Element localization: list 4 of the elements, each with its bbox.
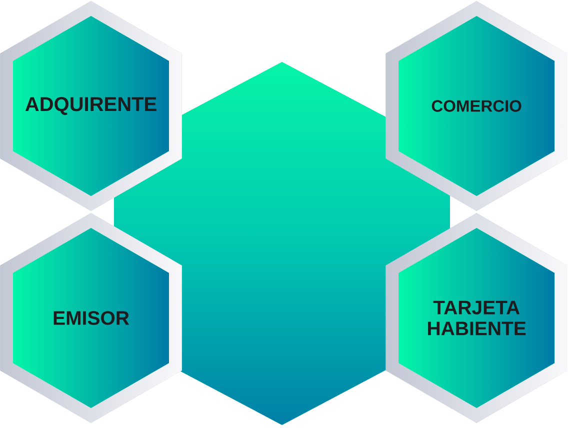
label: ADQUIRENTE xyxy=(25,97,156,115)
label: TARJETA HABIENTE xyxy=(428,300,526,336)
label: COMERCIO xyxy=(432,100,522,112)
label: EMISOR xyxy=(54,311,130,325)
